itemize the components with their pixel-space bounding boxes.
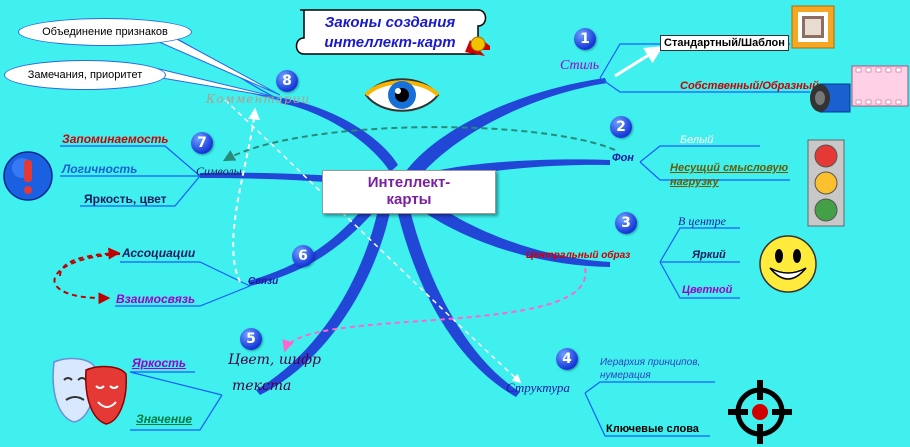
- background-item-white: Белый: [680, 134, 714, 146]
- scroll-banner-icon: [295, 9, 490, 56]
- number-badge-4: 4: [556, 348, 578, 370]
- branch-color-font-label-2: текста: [232, 378, 292, 394]
- structure-item-keywords: Ключевые слова: [606, 423, 699, 435]
- style-item-own: Собственный/Образный: [680, 80, 819, 92]
- branch-color-font-label-1: Цвет, шифр: [228, 352, 322, 368]
- title-line-2: интеллект-карт: [324, 34, 456, 51]
- number-badge-1: 1: [574, 28, 596, 50]
- number-badge-2: 2: [610, 116, 632, 138]
- color-font-item-meaning: Значение: [136, 412, 193, 426]
- symbols-item-memorability: Запоминаемость: [62, 132, 169, 146]
- branch-links-label: Связи: [248, 276, 279, 287]
- traffic-light-icon: [807, 139, 845, 227]
- title-banner: Законы создания интеллект-карт: [290, 6, 490, 58]
- center-line-1: Интеллект-: [367, 174, 451, 191]
- branch-comments-label: Комментарии: [206, 92, 311, 106]
- target-icon: [728, 380, 792, 444]
- number-badge-3: 3: [615, 212, 637, 234]
- number-badge-8: 8: [276, 70, 298, 92]
- central-item-center: В центре: [678, 214, 726, 228]
- central-item-colored: Цветной: [682, 284, 733, 296]
- symbols-item-logic: Логичность: [62, 162, 138, 176]
- eye-icon: [364, 78, 440, 112]
- links-item-relationship: Взаимосвязь: [116, 292, 196, 306]
- background-item-meaningful-2: нагрузку: [670, 176, 719, 188]
- style-item-standard: Стандартный/Шаблон: [660, 35, 789, 51]
- smiley-icon: [759, 235, 817, 293]
- central-item-bright: Яркий: [692, 249, 726, 261]
- branch-structure-label: Структура: [506, 380, 570, 395]
- comments-item-combine: Объединение признаков: [42, 26, 168, 38]
- branch-background-label: Фон: [612, 152, 634, 164]
- branch-symbols-label: Символы: [196, 164, 242, 178]
- center-node: Интеллект- карты: [322, 170, 496, 214]
- branch-central-image-label: Центральный образ: [526, 250, 631, 261]
- background-item-meaningful-1: Несущий смысловую: [670, 162, 789, 174]
- number-badge-5: 5: [240, 328, 262, 350]
- comments-item-remarks: Замечания, приоритет: [27, 69, 143, 81]
- exclamation-icon: [3, 151, 53, 201]
- number-badge-7: 7: [191, 132, 213, 154]
- number-badge-6: 6: [292, 245, 314, 267]
- branch-style-label: Стиль: [560, 58, 600, 73]
- comments-oval-remarks: Замечания, приоритет: [4, 60, 166, 90]
- theater-masks-icon: [52, 357, 127, 425]
- symbols-item-brightness-color: Яркость, цвет: [84, 192, 167, 206]
- links-item-associations: Ассоциации: [122, 246, 196, 260]
- color-font-item-brightness: Яркость: [132, 356, 186, 370]
- picture-frame-icon: [791, 5, 835, 49]
- film-roll-icon: [810, 65, 909, 113]
- center-line-2: карты: [386, 191, 432, 208]
- structure-item-hierarchy-1: Иерархия принципов,: [600, 357, 701, 368]
- title-line-1: Законы создания: [324, 14, 456, 31]
- structure-item-hierarchy-2: нумерация: [600, 370, 651, 381]
- comments-oval-combine: Объединение признаков: [18, 18, 192, 46]
